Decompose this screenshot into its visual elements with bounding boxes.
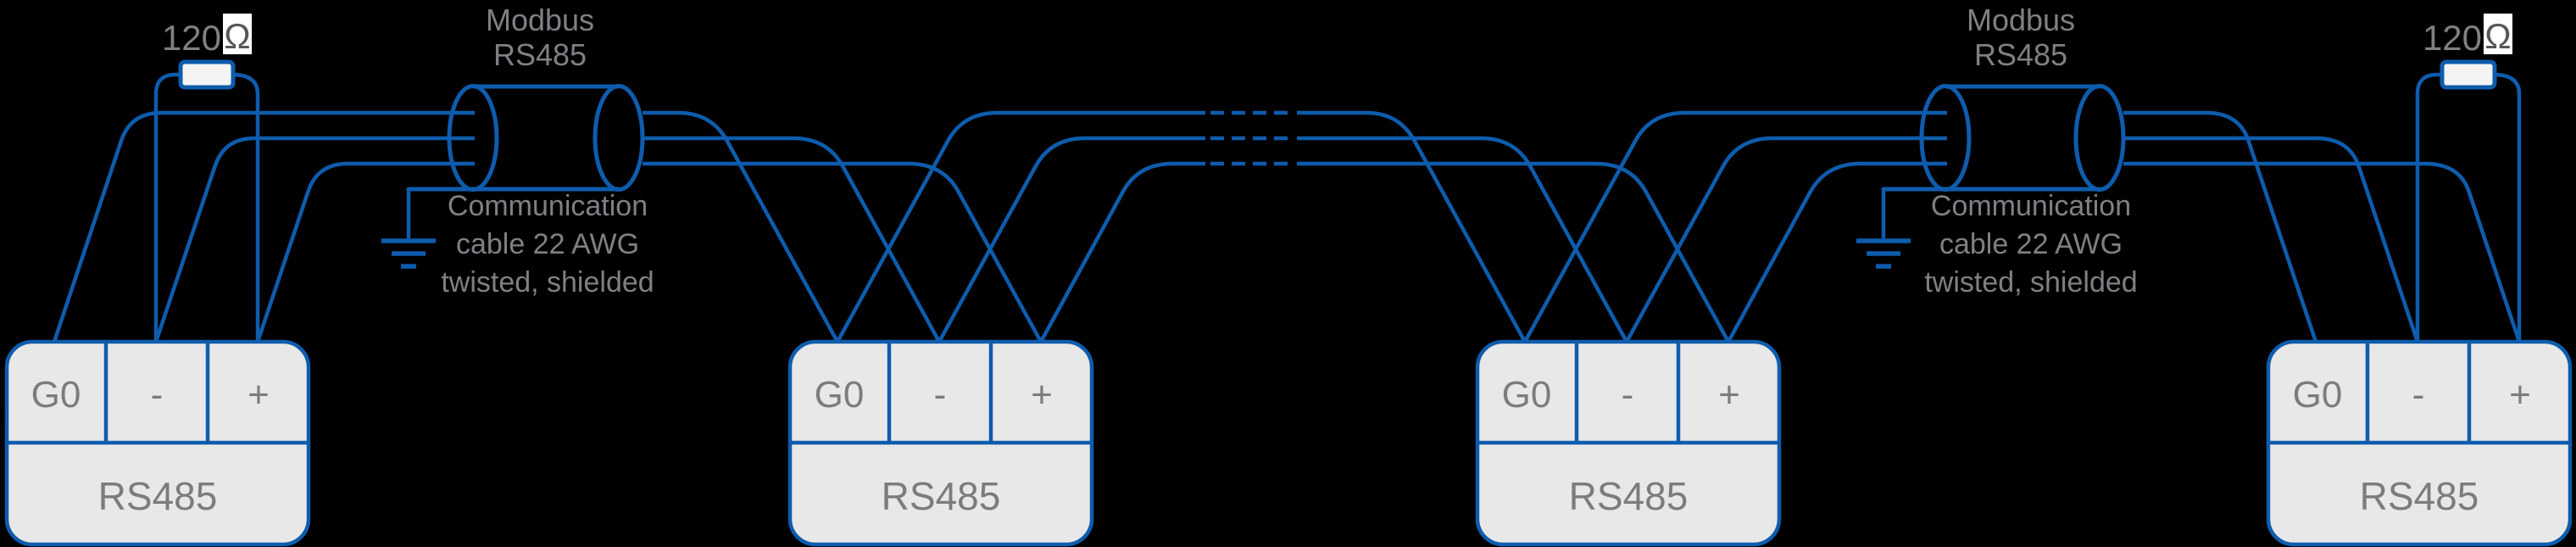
termination-resistor-right: 120 Ω	[2415, 14, 2522, 342]
resistor-value-label: 120	[162, 18, 221, 58]
bus3-shield2-to-device4-wire	[2123, 161, 2522, 343]
bus1-shield-to-device2-wire	[643, 110, 839, 343]
terminal-label-g0: G0	[31, 374, 81, 416]
ohm-symbol: Ω	[2484, 16, 2511, 56]
cable-note-line1: Communication	[448, 190, 648, 222]
bus2-device2-up-wire	[937, 136, 1205, 343]
bus1-device2-up-wire	[836, 110, 1205, 343]
bus2-shield2-to-device4-wire	[2123, 136, 2420, 343]
cable-note-line2: cable 22 AWG	[456, 228, 639, 260]
device-terminal-block-2: G0 - + RS485	[787, 339, 1094, 547]
cable-shield-icon	[447, 84, 499, 192]
bus2-device1-to-shield-wire	[153, 136, 475, 343]
ohm-symbol-background	[223, 14, 252, 54]
resistor-value-label: 120	[2423, 18, 2482, 58]
ground-icon	[1856, 238, 1911, 269]
cable-note-line3: twisted, shielded	[1924, 266, 2137, 299]
bus1-device1-to-shield-wire	[52, 110, 475, 343]
bus3-device2-up-wire	[1039, 161, 1205, 343]
bus2-to-device3-wire	[1297, 136, 1628, 343]
cable-note-line3: twisted, shielded	[441, 266, 654, 299]
ground-icon	[381, 238, 436, 269]
cable-note-line1: Communication	[1931, 190, 2131, 222]
cable-shield-icon	[2073, 84, 2126, 192]
port-label: RS485	[882, 474, 1001, 518]
port-label: RS485	[2360, 474, 2479, 518]
terminal-label-minus: -	[151, 374, 164, 416]
cable-shield-icon	[1919, 84, 1972, 192]
bus2-device3-to-shield2-wire	[1625, 136, 1947, 343]
device-terminal-block-4: G0 - + RS485	[2266, 339, 2573, 547]
terminal-label-plus: +	[1718, 374, 1740, 416]
bus1-shield2-to-device4-wire	[2123, 110, 2318, 343]
terminal-label-g0: G0	[2293, 374, 2343, 416]
terminal-label-g0: G0	[815, 374, 865, 416]
resistor1-left-leg-wire	[153, 72, 181, 342]
port-label: RS485	[1569, 474, 1689, 518]
device-terminal-block-1: G0 - + RS485	[4, 339, 311, 547]
terminal-label-minus: -	[2412, 374, 2425, 416]
resistor1-right-leg-wire	[231, 72, 260, 342]
bus-wires	[52, 110, 2522, 343]
cable-title-line1: Modbus	[1967, 3, 2075, 37]
resistor-icon	[2440, 59, 2497, 90]
cable-title-line2: RS485	[1974, 37, 2067, 72]
port-label: RS485	[98, 474, 218, 518]
terminal-label-plus: +	[2509, 374, 2531, 416]
cable-shield-right: Modbus RS485 Communication cable 22 AWG …	[1856, 3, 2138, 299]
terminal-label-minus: -	[1622, 374, 1634, 416]
bus3-device3-to-shield2-wire	[1727, 161, 1947, 343]
cable-shield-left: Modbus RS485 Communication cable 22 AWG …	[381, 3, 654, 299]
bus3-device1-to-shield-wire	[255, 161, 475, 343]
bus1-to-device3-wire	[1297, 110, 1527, 343]
resistor-icon	[178, 59, 236, 90]
resistor2-right-leg-wire	[2493, 72, 2522, 342]
terminal-label-minus: -	[934, 374, 947, 416]
cable-shield-icon	[593, 84, 645, 192]
resistor2-left-leg-wire	[2415, 72, 2443, 342]
cable-title-line1: Modbus	[486, 3, 594, 37]
terminal-label-g0: G0	[1502, 374, 1552, 416]
cable-title-line2: RS485	[493, 37, 587, 72]
terminal-label-plus: +	[1031, 374, 1053, 416]
bus3-to-device3-wire	[1297, 161, 1730, 343]
termination-resistor-left: 120 Ω	[153, 14, 260, 342]
bus1-device3-to-shield2-wire	[1523, 110, 1947, 343]
bus3-shield-to-device2-wire	[643, 161, 1043, 343]
ohm-symbol: Ω	[224, 16, 250, 56]
terminal-label-plus: +	[248, 374, 270, 416]
ohm-symbol-background	[2484, 14, 2512, 54]
cable-note-line2: cable 22 AWG	[1939, 228, 2123, 260]
device-terminal-block-3: G0 - + RS485	[1475, 339, 1782, 547]
